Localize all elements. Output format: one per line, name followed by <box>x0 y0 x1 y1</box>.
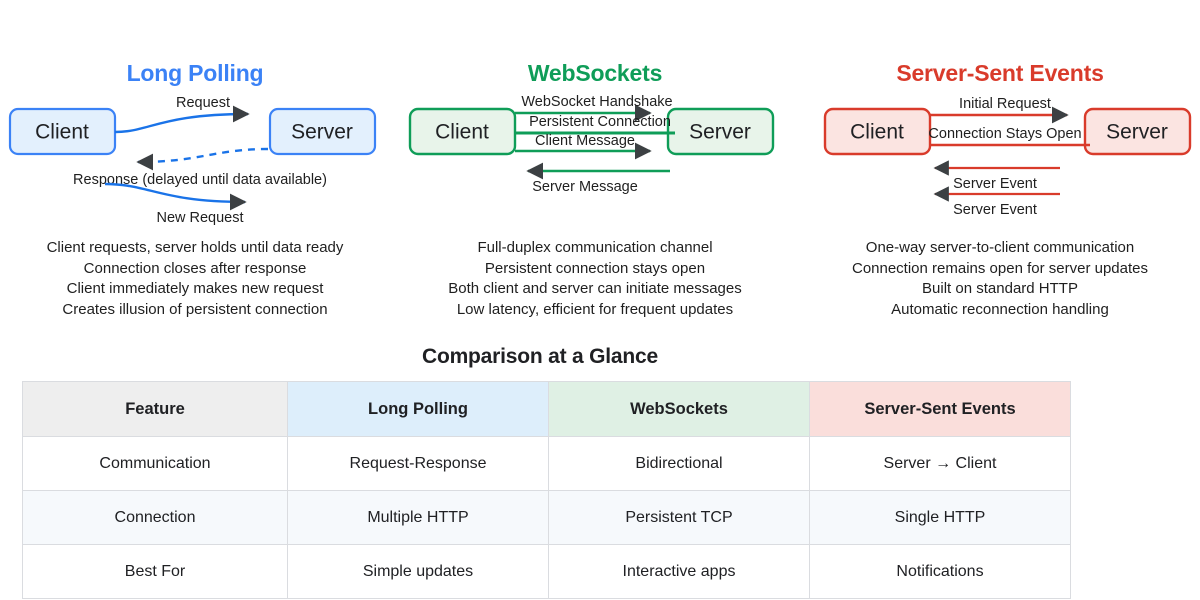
description-long-polling: Client requests, server holds until data… <box>0 238 390 320</box>
long-polling-flow-diagram: Client Server Request Response (delayed … <box>8 95 377 226</box>
comparison-table-wrapper: Feature Long Polling WebSockets Server-S… <box>22 381 1071 599</box>
description-line: Client immediately makes new request <box>66 280 324 297</box>
edge-new-request-label: New Request <box>156 210 243 226</box>
description-line: Low latency, efficient for frequent upda… <box>456 300 734 318</box>
node-client-label: Client <box>435 121 489 144</box>
edge-connection-stays-open-label: Connection Stays Open <box>928 126 1081 142</box>
description-websockets: Full-duplex communication channel Persis… <box>400 238 790 320</box>
edge-initial-request-label: Initial Request <box>959 96 1051 112</box>
cell-websockets: Persistent TCP <box>548 490 810 545</box>
description-line: Built on standard HTTP <box>922 280 1078 297</box>
edge-server-event-label: Server Event <box>953 176 1037 192</box>
edge-request-arrow <box>114 105 250 134</box>
description-server-sent-events: One-way server-to-client communication C… <box>805 238 1195 320</box>
cell-server-sent-events: Server → Client <box>809 436 1071 491</box>
description-line: Full-duplex communication channel <box>477 239 713 256</box>
edge-handshake-label: WebSocket Handshake <box>521 94 672 110</box>
panel-title-server-sent-events: Server-Sent Events <box>896 60 1104 86</box>
description-line: Client requests, server holds until data… <box>46 239 344 256</box>
edge-new-request-arrow <box>104 182 247 211</box>
protocol-panels: Long Polling Client Server Request Respo… <box>0 0 1195 336</box>
edge-client-message-label: Client Message <box>535 133 635 149</box>
column-header-websockets: WebSockets <box>548 381 810 437</box>
node-client-sse <box>823 107 932 156</box>
table-row: Connection Multiple HTTP Persistent TCP … <box>22 490 1071 545</box>
edge-response-label: Response (delayed until data available) <box>73 172 327 188</box>
description-line: One-way server-to-client communication <box>865 239 1135 256</box>
comparison-table: Feature Long Polling WebSockets Server-S… <box>22 381 1071 599</box>
panel-title-websockets: WebSockets <box>527 60 663 86</box>
description-line: Both client and server can initiate mess… <box>448 280 742 297</box>
table-row: Best For Simple updates Interactive apps… <box>22 544 1071 599</box>
cell-feature: Connection <box>22 490 288 545</box>
panel-long-polling: Long Polling Client Server Request Respo… <box>0 0 390 336</box>
node-server-label: Server <box>689 121 751 144</box>
cell-feature: Best For <box>22 544 288 599</box>
panel-websockets: WebSockets Client Server WebSocket Hands… <box>400 0 790 336</box>
description-line: Connection closes after response <box>83 259 307 277</box>
comparison-heading: Comparison at a Glance <box>421 345 658 368</box>
node-server-label: Server <box>291 121 353 144</box>
node-server-sse <box>1083 107 1192 156</box>
column-header-server-sent-events: Server-Sent Events <box>809 381 1071 437</box>
websockets-flow-diagram: Client Server WebSocket Handshake Persis… <box>408 94 775 195</box>
description-line: Connection remains open for server updat… <box>851 259 1148 277</box>
cell-long-polling: Request-Response <box>287 436 549 491</box>
edge-persistent-connection-label: Persistent Connection <box>529 114 671 130</box>
comparison-table-body: Communication Request-Response Bidirecti… <box>22 436 1071 599</box>
description-line: Creates illusion of persistent connectio… <box>62 300 328 318</box>
node-server-long-polling <box>268 107 377 156</box>
node-client-label: Client <box>35 121 89 144</box>
description-line: Automatic reconnection handling <box>891 300 1109 318</box>
panel-title-long-polling: Long Polling <box>126 60 264 86</box>
cell-server-sent-events: Single HTTP <box>809 490 1071 545</box>
node-client-label: Client <box>850 121 904 144</box>
cell-websockets: Bidirectional <box>548 436 810 491</box>
edge-response-arrow <box>136 147 269 171</box>
table-row: Communication Request-Response Bidirecti… <box>22 436 1071 491</box>
column-header-feature: Feature <box>22 381 288 437</box>
cell-websockets: Interactive apps <box>548 544 810 599</box>
edge-server-message-label: Server Message <box>532 179 638 195</box>
panel-server-sent-events: Server-Sent Events Client Server Initial… <box>805 0 1195 336</box>
cell-long-polling: Multiple HTTP <box>287 490 549 545</box>
server-sent-events-flow-diagram: Client Server Initial Request Connection… <box>823 96 1192 218</box>
table-header-row: Feature Long Polling WebSockets Server-S… <box>22 381 1071 437</box>
cell-long-polling: Simple updates <box>287 544 549 599</box>
edge-server-event-label: Server Event <box>953 202 1037 218</box>
cell-server-sent-events: Notifications <box>809 544 1071 599</box>
cell-feature: Communication <box>22 436 288 491</box>
description-line: Persistent connection stays open <box>484 259 706 277</box>
comparison-table-head: Feature Long Polling WebSockets Server-S… <box>22 381 1071 437</box>
column-header-long-polling: Long Polling <box>287 381 549 437</box>
edge-request-label: Request <box>176 95 230 111</box>
node-server-label: Server <box>1106 121 1168 144</box>
